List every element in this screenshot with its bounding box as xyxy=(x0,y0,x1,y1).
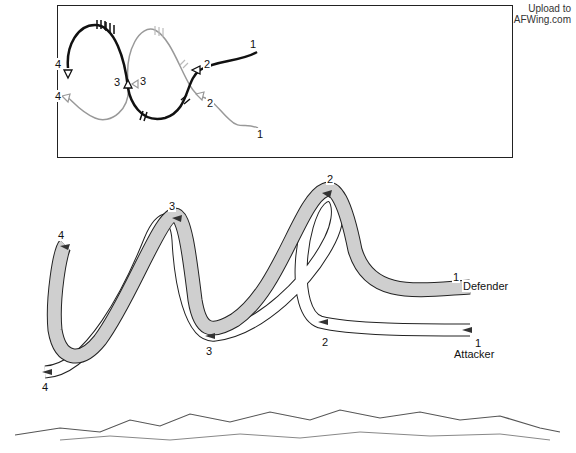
callout-number: 4 xyxy=(54,90,62,102)
callout-number: 1 xyxy=(452,271,460,283)
inset-attacker-track xyxy=(68,25,257,119)
aircraft-symbols xyxy=(42,190,472,375)
callout-number: 1 xyxy=(249,38,257,50)
callout-number: 2 xyxy=(206,97,214,109)
inset-grey-arrowheads xyxy=(62,80,204,102)
callout-number: 4 xyxy=(54,58,62,70)
terrain-line xyxy=(15,410,560,435)
aircraft-label: Defender xyxy=(462,280,509,292)
defender-ribbon xyxy=(54,189,470,356)
callout-number: 1 xyxy=(256,128,264,140)
inset-defender-track xyxy=(66,29,258,128)
callout-number: 2 xyxy=(326,173,334,185)
callout-number: 2 xyxy=(321,336,329,348)
inset-tick-marks xyxy=(97,20,190,121)
callout-number: 3 xyxy=(113,76,121,88)
callout-number: 3 xyxy=(139,75,147,87)
terrain-ridge xyxy=(60,432,550,440)
watermark: Upload to AFWing.com xyxy=(506,3,572,25)
callout-number: 2 xyxy=(203,58,211,70)
defender-ribbon-edge xyxy=(54,189,470,356)
callout-number: 3 xyxy=(205,345,213,357)
aircraft-label: Attacker xyxy=(453,348,495,360)
callout-number: 4 xyxy=(57,229,65,241)
inset-arrowheads xyxy=(64,66,200,88)
callout-number: 4 xyxy=(41,381,49,393)
callout-number: 3 xyxy=(168,200,176,212)
inset-frame xyxy=(58,6,513,158)
inset-grey-ticks xyxy=(155,26,188,68)
